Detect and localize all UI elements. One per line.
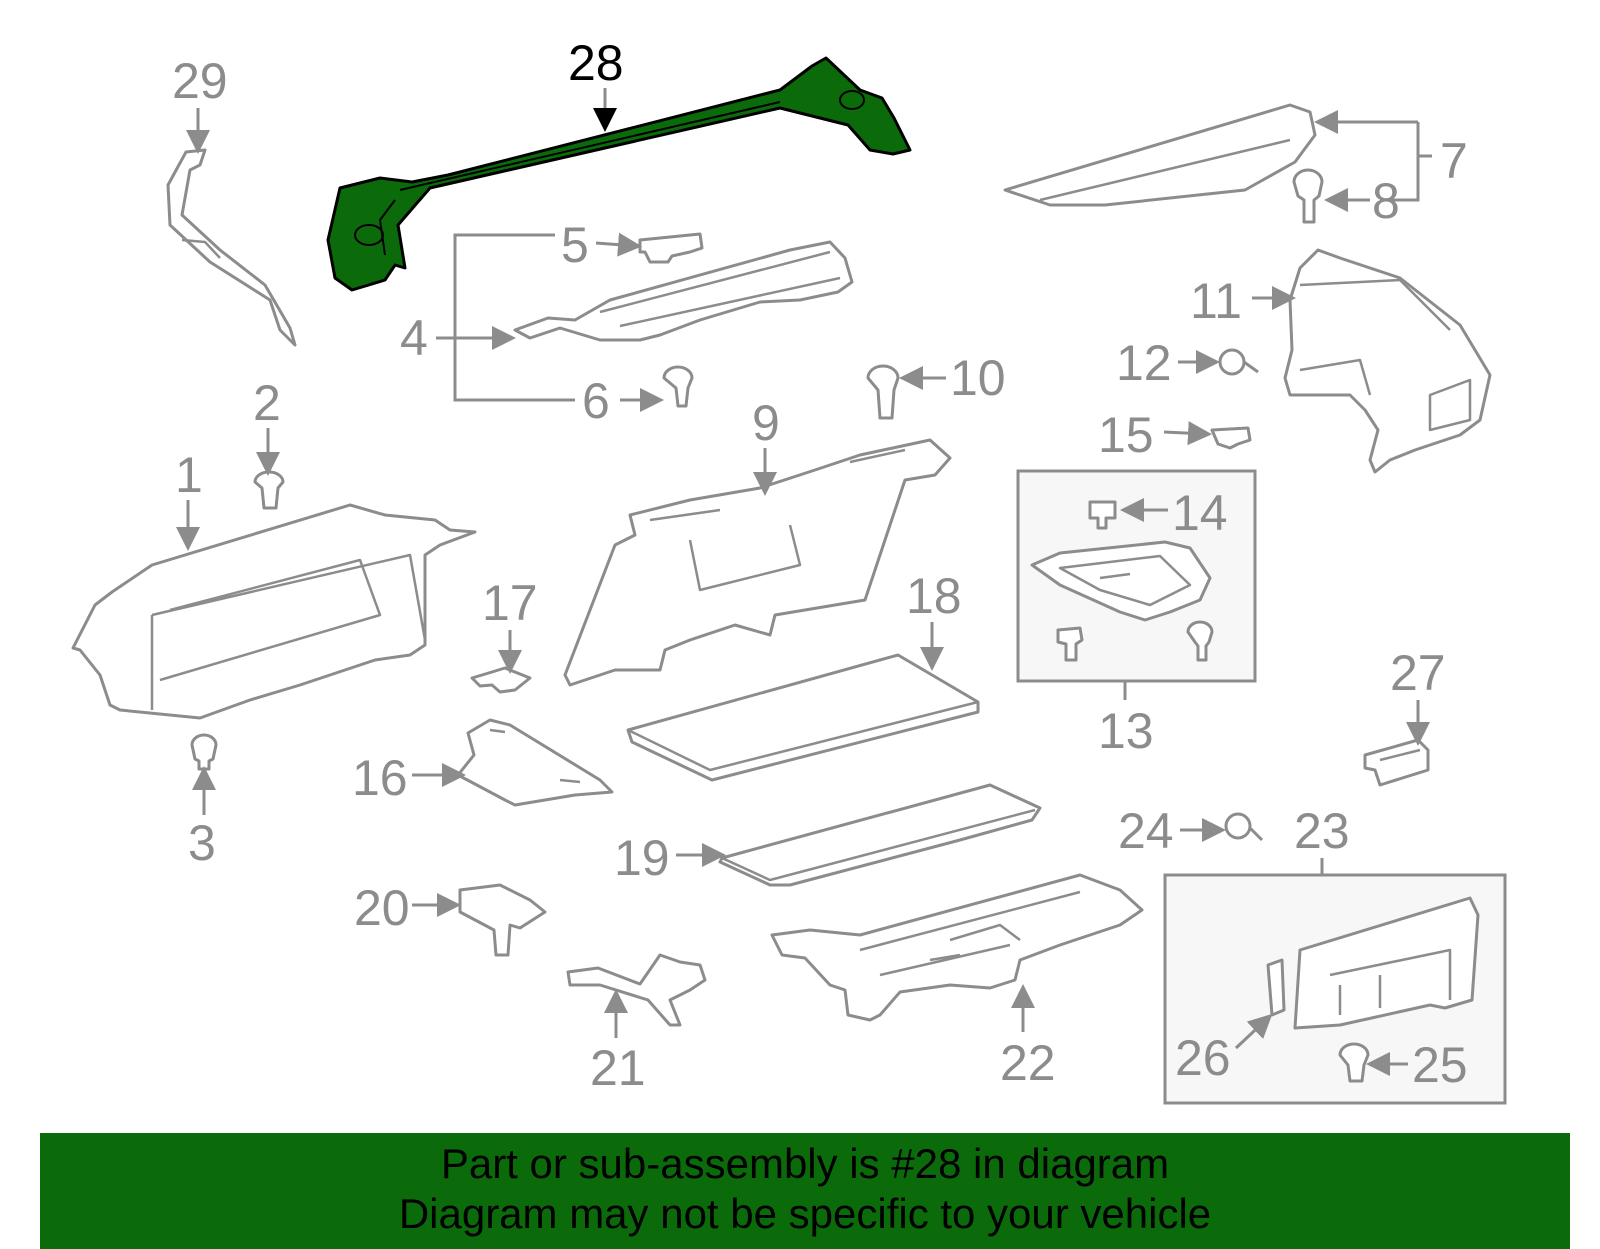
callout-8: 8: [1372, 173, 1400, 229]
callout-17: 17: [482, 575, 538, 631]
part-15[interactable]: [1210, 426, 1252, 450]
parts-diagram: 28 29 7 8 5 4 6 10: [71, 35, 1507, 1105]
part-17[interactable]: [470, 666, 532, 694]
part-26-bracket[interactable]: [1266, 958, 1286, 1017]
part-22-tray[interactable]: [770, 873, 1144, 1022]
callout-5: 5: [561, 217, 589, 273]
part-3-clip[interactable]: [190, 733, 218, 771]
bracket-4: [453, 233, 575, 402]
part-27[interactable]: [1363, 738, 1430, 787]
callout-9: 9: [752, 395, 780, 451]
banner-line-2: Diagram may not be specific to your vehi…: [398, 1190, 1212, 1237]
callout-2: 2: [253, 375, 281, 431]
part-19-board[interactable]: [718, 783, 1042, 887]
callout-20: 20: [354, 880, 410, 936]
callout-22: 22: [1000, 1035, 1056, 1091]
callout-18: 18: [906, 568, 962, 624]
callout-25: 25: [1412, 1037, 1468, 1093]
info-banner: Part or sub-assembly is #28 in diagram D…: [40, 1133, 1570, 1249]
callout-15: 15: [1098, 407, 1154, 463]
part-13-screw[interactable]: [1186, 620, 1214, 662]
callout-13: 13: [1098, 703, 1154, 759]
leader-26: [1234, 1013, 1273, 1050]
callout-26: 26: [1175, 1030, 1231, 1086]
part-7[interactable]: [1003, 103, 1317, 207]
callout-27: 27: [1390, 645, 1446, 701]
part-12-nut[interactable]: [1218, 348, 1259, 376]
part-1[interactable]: [71, 503, 477, 720]
part-9[interactable]: [563, 438, 952, 687]
part-28-highlighted[interactable]: [326, 56, 912, 292]
callout-7: 7: [1440, 133, 1468, 189]
part-13-clip[interactable]: [1056, 626, 1084, 662]
callout-3: 3: [188, 815, 216, 871]
callout-28: 28: [568, 35, 624, 91]
part-14[interactable]: [1088, 500, 1117, 530]
part-29[interactable]: [166, 148, 297, 347]
callout-29: 29: [172, 53, 228, 109]
callout-19: 19: [614, 830, 670, 886]
part-5[interactable]: [638, 232, 704, 264]
part-24-nut[interactable]: [1224, 812, 1264, 842]
callout-24: 24: [1118, 803, 1174, 859]
callout-23: 23: [1294, 803, 1350, 859]
callout-4: 4: [400, 310, 428, 366]
part-18-mat[interactable]: [626, 653, 980, 782]
callout-10: 10: [950, 350, 1006, 406]
part-25-clip[interactable]: [1338, 1042, 1370, 1083]
part-16[interactable]: [456, 718, 614, 807]
part-8-clip[interactable]: [1292, 168, 1324, 224]
leader-15: [1163, 421, 1212, 446]
callout-16: 16: [352, 750, 408, 806]
part-11[interactable]: [1283, 248, 1492, 474]
leader-7: [1320, 122, 1432, 202]
part-21-bracket[interactable]: [566, 953, 707, 1027]
callout-1: 1: [175, 447, 203, 503]
banner-line-1: Part or sub-assembly is #28 in diagram: [440, 1140, 1170, 1187]
part-4[interactable]: [513, 240, 854, 342]
part-13-switch[interactable]: [1030, 540, 1212, 622]
callout-21: 21: [590, 1040, 646, 1096]
part-20[interactable]: [458, 883, 547, 957]
leader-5: [595, 232, 642, 257]
callout-12: 12: [1116, 335, 1172, 391]
part-10-clip[interactable]: [866, 364, 900, 420]
callout-14: 14: [1172, 485, 1228, 541]
callout-6: 6: [582, 373, 610, 429]
part-23-panel[interactable]: [1293, 896, 1480, 1030]
part-6-clip[interactable]: [662, 365, 694, 408]
callout-11: 11: [1190, 273, 1242, 329]
part-2-clip[interactable]: [253, 470, 285, 510]
